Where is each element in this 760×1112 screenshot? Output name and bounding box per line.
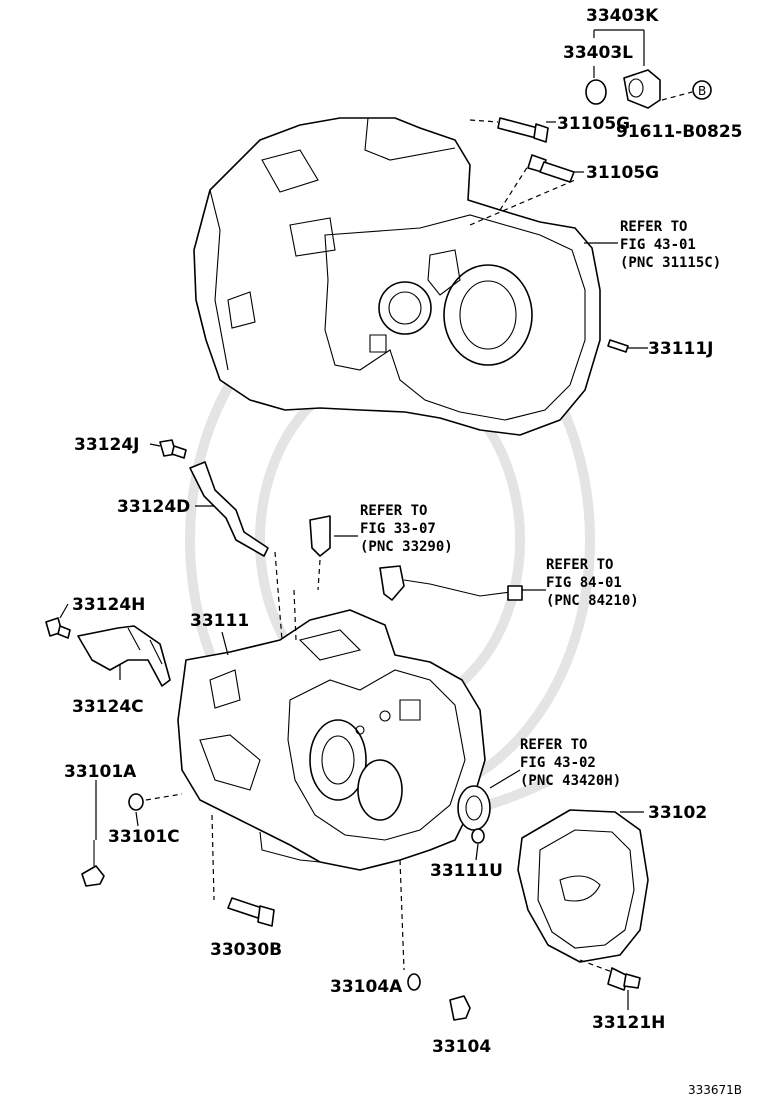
svg-text:(PNC 43420H): (PNC 43420H) bbox=[520, 773, 621, 789]
label-33111: 33111 bbox=[190, 611, 249, 631]
label-33102: 33102 bbox=[648, 803, 707, 823]
plug-33111u[interactable] bbox=[471, 828, 485, 844]
svg-text:FIG 43-01: FIG 43-01 bbox=[620, 237, 696, 253]
dowel-pin-33111j[interactable] bbox=[607, 339, 629, 353]
svg-text:FIG 84-01: FIG 84-01 bbox=[546, 575, 622, 591]
label-31105g-upper: 31105G bbox=[557, 114, 630, 134]
bolt-31105g-upper[interactable] bbox=[469, 117, 549, 143]
leader-lines bbox=[59, 121, 648, 1010]
label-33101a: 33101A bbox=[64, 762, 137, 782]
reference-fig-43-01: REFER TO FIG 43-01 (PNC 31115C) bbox=[620, 219, 721, 271]
label-33121h: 33121H bbox=[592, 1013, 665, 1033]
bracket-33124d[interactable] bbox=[189, 461, 269, 557]
label-33104a: 33104A bbox=[330, 977, 403, 997]
label-33030b: 33030B bbox=[210, 940, 282, 960]
reference-circle-b bbox=[692, 80, 712, 100]
sensor-33290-ref[interactable] bbox=[309, 515, 331, 591]
o-ring-33101c[interactable] bbox=[128, 793, 183, 811]
bracket-33124c[interactable] bbox=[77, 625, 171, 687]
bolt-33124j[interactable] bbox=[159, 439, 187, 459]
bolt-33121h[interactable] bbox=[579, 959, 641, 991]
transaxle-case-33111[interactable] bbox=[177, 609, 486, 871]
svg-text:FIG 33-07: FIG 33-07 bbox=[360, 521, 436, 537]
svg-text:REFER TO: REFER TO bbox=[360, 503, 427, 519]
label-33403k: 33403K bbox=[586, 6, 659, 26]
reference-fig-33-07: REFER TO FIG 33-07 (PNC 33290) bbox=[360, 503, 453, 555]
svg-text:REFER TO: REFER TO bbox=[620, 219, 687, 235]
reference-fig-43-02: REFER TO FIG 43-02 (PNC 43420H) bbox=[520, 737, 621, 789]
label-33124h: 33124H bbox=[72, 595, 145, 615]
bolt-33124h[interactable] bbox=[45, 617, 71, 639]
label-33111j: 33111J bbox=[648, 339, 713, 359]
label-33111u: 33111U bbox=[430, 861, 503, 881]
svg-text:REFER TO: REFER TO bbox=[546, 557, 613, 573]
label-33101c: 33101C bbox=[108, 827, 180, 847]
svg-text:(PNC 84210): (PNC 84210) bbox=[546, 593, 639, 609]
label-33124j: 33124J bbox=[74, 435, 139, 455]
reference-fig-84-01: REFER TO FIG 84-01 (PNC 84210) bbox=[546, 557, 639, 609]
label-33403l: 33403L bbox=[563, 43, 633, 63]
transaxle-housing-upper[interactable] bbox=[193, 117, 601, 436]
svg-text:(PNC 31115C): (PNC 31115C) bbox=[620, 255, 721, 271]
alignment-line-bracket bbox=[274, 551, 283, 641]
bolt-33030b[interactable] bbox=[211, 814, 275, 927]
svg-text:FIG 43-02: FIG 43-02 bbox=[520, 755, 596, 771]
svg-text:REFER TO: REFER TO bbox=[520, 737, 587, 753]
transaxle-cover-33102[interactable] bbox=[517, 809, 649, 963]
label-31105g-lower: 31105G bbox=[586, 163, 659, 183]
label-91611-b0825: 91611-B0825 bbox=[616, 122, 742, 142]
label-33124d: 33124D bbox=[117, 497, 190, 517]
bolt-31105g-lower[interactable] bbox=[499, 154, 575, 211]
plug-33101a[interactable] bbox=[81, 840, 105, 887]
alignment-line-upper bbox=[469, 179, 576, 226]
washer-33104a[interactable] bbox=[399, 859, 421, 991]
speed-sensor-driven-gear[interactable] bbox=[585, 29, 712, 109]
figure-id: 333671B bbox=[688, 1083, 742, 1097]
plug-33104[interactable] bbox=[449, 995, 471, 1021]
oil-seal-43420h-ref[interactable] bbox=[457, 785, 491, 831]
sensor-84210-ref[interactable] bbox=[379, 565, 523, 601]
svg-text:(PNC 33290): (PNC 33290) bbox=[360, 539, 453, 555]
label-circle-b: B bbox=[698, 84, 706, 98]
label-33124c: 33124C bbox=[72, 697, 144, 717]
label-33104: 33104 bbox=[432, 1037, 491, 1057]
